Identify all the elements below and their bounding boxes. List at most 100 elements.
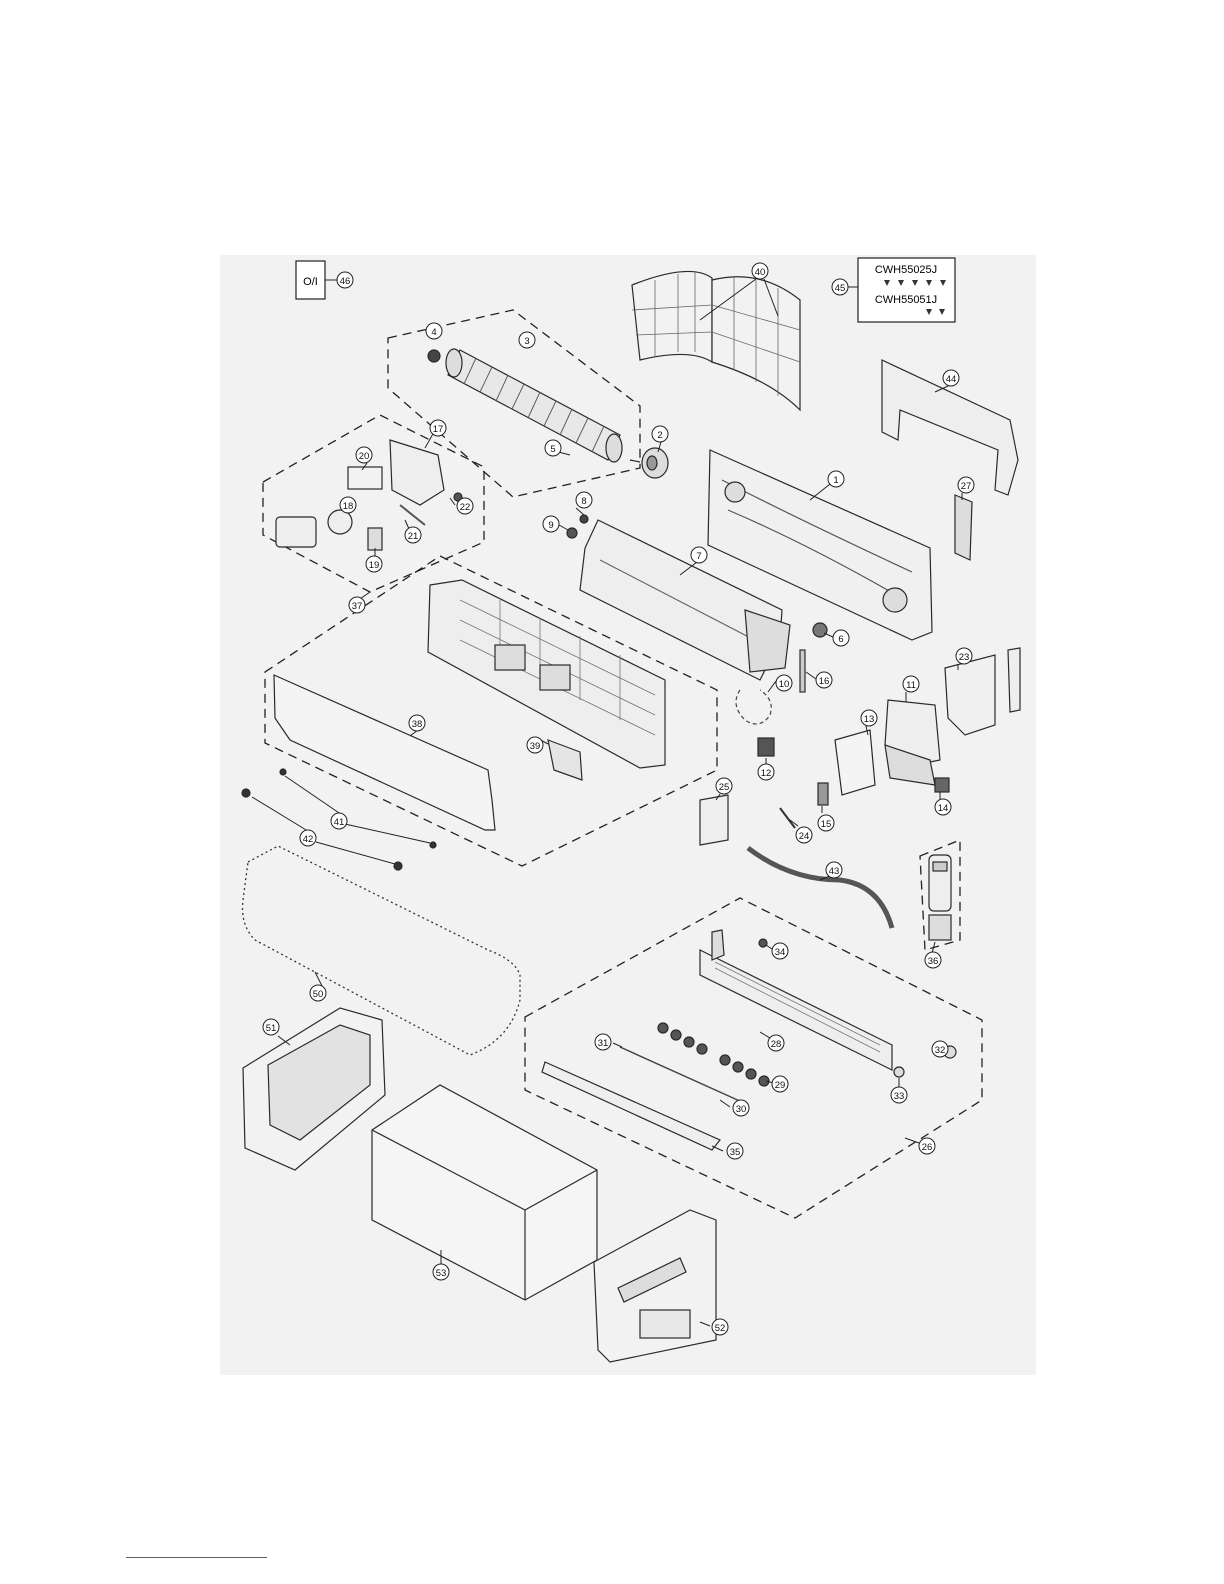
callout-25: 25 xyxy=(716,778,732,794)
screw-box: CWH55025J CWH55051J xyxy=(847,258,955,322)
callout-13: 13 xyxy=(861,710,877,726)
particular-piece-15 xyxy=(818,783,828,805)
callout-23: 23 xyxy=(956,648,972,664)
footer-link-rule xyxy=(126,1557,267,1558)
callout-28: 28 xyxy=(768,1035,784,1051)
svg-text:41: 41 xyxy=(334,817,345,828)
control-board-cover xyxy=(945,655,995,735)
callout-33: 33 xyxy=(891,1087,907,1103)
terminal-bracket xyxy=(955,495,972,560)
callout-46: 46 xyxy=(337,272,353,288)
callout-7: 7 xyxy=(691,547,707,563)
svg-text:23: 23 xyxy=(959,652,970,663)
svg-text:14: 14 xyxy=(938,803,949,814)
svg-text:9: 9 xyxy=(548,520,553,531)
svg-text:36: 36 xyxy=(928,956,939,967)
svg-text:25: 25 xyxy=(719,782,730,793)
svg-text:53: 53 xyxy=(436,1268,447,1279)
screw-part-9 xyxy=(567,528,577,538)
callout-1: 1 xyxy=(828,471,844,487)
screw-code-1: CWH55025J xyxy=(875,264,937,276)
svg-text:51: 51 xyxy=(266,1023,277,1034)
callout-35: 35 xyxy=(727,1143,743,1159)
svg-text:40: 40 xyxy=(755,267,766,278)
callout-4: 4 xyxy=(426,323,442,339)
svg-text:11: 11 xyxy=(906,680,916,691)
callout-10: 10 xyxy=(776,675,792,691)
callout-14: 14 xyxy=(935,799,951,815)
svg-text:12: 12 xyxy=(761,768,772,779)
callout-40: 40 xyxy=(752,263,768,279)
svg-text:30: 30 xyxy=(736,1104,747,1115)
svg-text:33: 33 xyxy=(894,1091,905,1102)
callout-44: 44 xyxy=(943,370,959,386)
callout-9: 9 xyxy=(543,516,559,532)
callout-26: 26 xyxy=(919,1138,935,1154)
svg-text:34: 34 xyxy=(775,947,786,958)
svg-text:31: 31 xyxy=(598,1038,609,1049)
screw-code-2: CWH55051J xyxy=(875,294,937,306)
svg-text:38: 38 xyxy=(412,719,423,730)
callout-21: 21 xyxy=(405,527,421,543)
svg-text:2: 2 xyxy=(657,430,662,441)
sensor-rod xyxy=(800,650,805,692)
callout-16: 16 xyxy=(816,672,832,688)
svg-text:32: 32 xyxy=(935,1045,946,1056)
callout-27: 27 xyxy=(958,477,974,493)
callout-24: 24 xyxy=(796,827,812,843)
svg-text:29: 29 xyxy=(775,1080,786,1091)
callout-17: 17 xyxy=(430,420,446,436)
callout-36: 36 xyxy=(925,952,941,968)
svg-text:20: 20 xyxy=(359,451,370,462)
svg-text:21: 21 xyxy=(408,531,419,542)
callout-53: 53 xyxy=(433,1264,449,1280)
callout-43: 43 xyxy=(826,862,842,878)
callout-45: 45 xyxy=(832,279,848,295)
svg-text:17: 17 xyxy=(433,424,444,435)
svg-text:13: 13 xyxy=(864,714,875,725)
callout-3: 3 xyxy=(519,332,535,348)
callout-22: 22 xyxy=(457,498,473,514)
electronic-controller xyxy=(885,700,940,785)
svg-text:50: 50 xyxy=(313,989,324,1000)
svg-text:28: 28 xyxy=(771,1039,782,1050)
callout-29: 29 xyxy=(772,1076,788,1092)
oi-box-text: O/I xyxy=(303,276,318,288)
svg-text:16: 16 xyxy=(819,676,830,687)
svg-text:22: 22 xyxy=(460,502,471,513)
stepping-motor xyxy=(813,623,827,637)
svg-text:19: 19 xyxy=(369,560,380,571)
callout-19: 19 xyxy=(366,556,382,572)
callout-34: 34 xyxy=(772,943,788,959)
callout-2: 2 xyxy=(652,426,668,442)
svg-text:10: 10 xyxy=(779,679,790,690)
particular-piece-14 xyxy=(935,778,949,792)
terminal-part xyxy=(758,738,774,756)
callout-5: 5 xyxy=(545,440,561,456)
svg-text:37: 37 xyxy=(352,601,363,612)
callout-15: 15 xyxy=(818,815,834,831)
svg-text:52: 52 xyxy=(715,1323,726,1334)
callout-11: 11 xyxy=(903,676,919,692)
svg-text:27: 27 xyxy=(961,481,972,492)
callout-41: 41 xyxy=(331,813,347,829)
holder-part xyxy=(700,795,728,845)
callout-51: 51 xyxy=(263,1019,279,1035)
svg-text:5: 5 xyxy=(550,444,555,455)
callout-12: 12 xyxy=(758,764,774,780)
svg-text:8: 8 xyxy=(581,496,586,507)
callout-50: 50 xyxy=(310,985,326,1001)
callout-39: 39 xyxy=(527,737,543,753)
pcb-part xyxy=(835,730,875,795)
svg-text:4: 4 xyxy=(431,327,436,338)
svg-text:6: 6 xyxy=(838,634,843,645)
callout-38: 38 xyxy=(409,715,425,731)
callout-18: 18 xyxy=(340,497,356,513)
svg-text:39: 39 xyxy=(530,741,541,752)
svg-text:26: 26 xyxy=(922,1142,933,1153)
callout-6: 6 xyxy=(833,630,849,646)
svg-text:3: 3 xyxy=(524,336,529,347)
svg-text:1: 1 xyxy=(833,475,838,486)
callout-37: 37 xyxy=(349,597,365,613)
svg-text:45: 45 xyxy=(835,283,846,294)
